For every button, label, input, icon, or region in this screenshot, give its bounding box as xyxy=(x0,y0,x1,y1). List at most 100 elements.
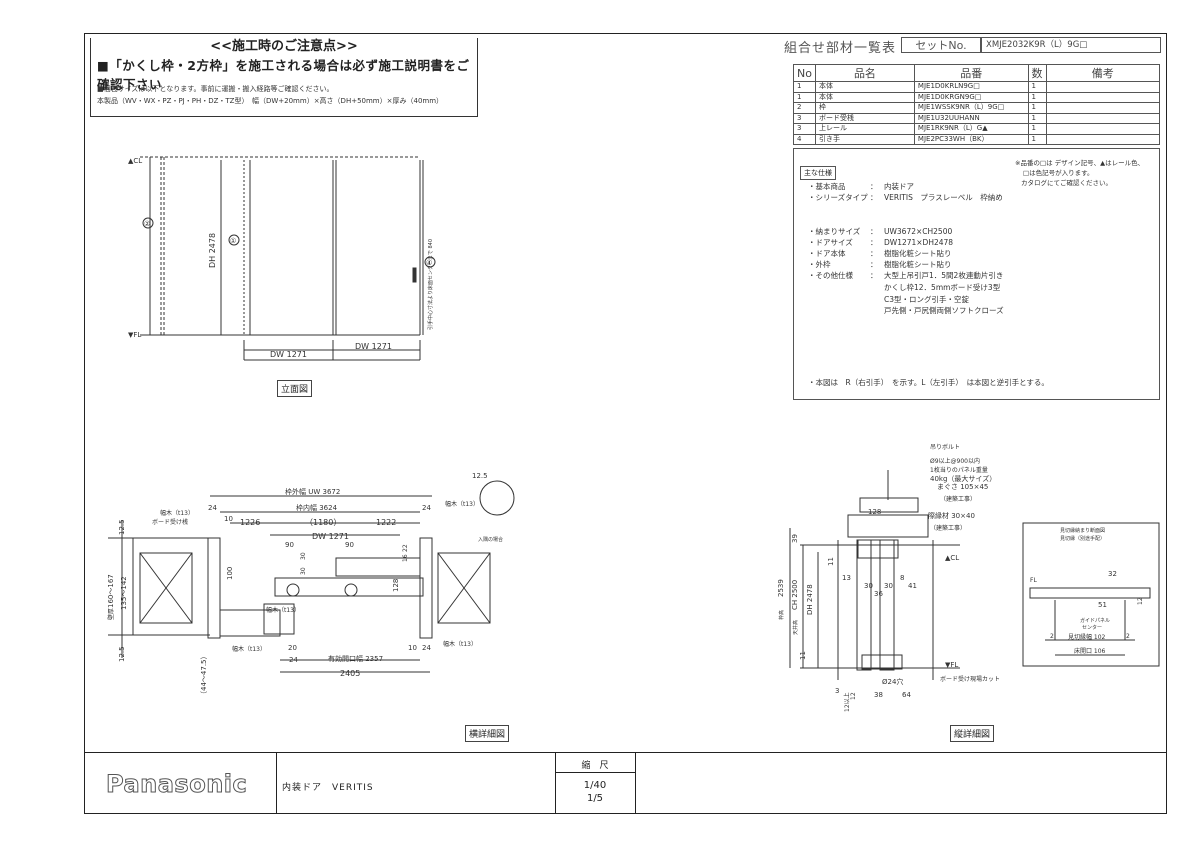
lintel-block xyxy=(859,497,919,513)
plan-wall-range-2: 135～142 xyxy=(120,576,128,610)
plan-haba-4: 幅木（t13） xyxy=(445,500,479,508)
inset-d2b: 2 xyxy=(1126,633,1130,640)
frame-jamb-left xyxy=(207,537,221,639)
spec-row: ・ドアサイズ：DW1271×DH2478 xyxy=(808,238,954,247)
inset-guide-1: ガイドパネル xyxy=(1080,617,1110,624)
spec-label: ・外枠 xyxy=(808,260,831,269)
elevation-handle-note: 引手中心寸法より床面センターまで 840 xyxy=(427,239,434,330)
section-work-2: （建築工事） xyxy=(930,524,966,532)
section-b2: 1枚当りのパネル重量 xyxy=(930,466,988,474)
section-dh: DH 2478 xyxy=(806,584,814,615)
plan-d125: 12.5 xyxy=(118,519,126,535)
plan-d30b: 30 xyxy=(300,552,307,560)
spec-row: ・外枠：樹脂化粧シート貼り xyxy=(808,260,952,269)
scale-1: 1/40 xyxy=(583,780,607,791)
inset-title-2: 見切縁（別途手配） xyxy=(1060,535,1105,542)
scale-label: 縮 尺 xyxy=(581,761,609,771)
scale-2: 1/5 xyxy=(586,793,604,804)
spec-panel xyxy=(793,148,1160,400)
spec-note-1: ※品番の□は デザイン記号、▲はレール色、 xyxy=(1015,159,1145,167)
inset-d51: 51 xyxy=(1098,601,1107,609)
elevation-dw-1: DW 1271 xyxy=(270,350,307,359)
spec-label: ・その他仕様 xyxy=(808,271,853,280)
section-uh-label: 枠高 xyxy=(778,610,785,620)
plan-d30a: 30 xyxy=(300,567,307,575)
plan-d24b: 24 xyxy=(422,504,431,512)
spec-row: ・シリーズタイプ：VERITIS プラスレーベル 枠納め xyxy=(808,193,1003,202)
spec-other-line: C3型・ロング引手・空錠 xyxy=(884,295,970,304)
callout-4-icon xyxy=(424,256,436,268)
spec-label: ・基本商品 xyxy=(808,182,846,191)
elevation-fl: ▼FL xyxy=(128,331,141,339)
col-name: 品名 xyxy=(814,64,915,82)
col-remarks: 備考 xyxy=(1045,64,1161,82)
parts-table-header: No 品名 品番 数 備考 xyxy=(793,64,1161,82)
plan-d128: 128 xyxy=(392,579,400,592)
guide-roller-icon xyxy=(344,583,358,597)
brand-logo: Panasonic xyxy=(105,770,248,799)
plan-d125b: 12.5 xyxy=(118,646,126,662)
scale-divider xyxy=(555,772,635,773)
section-d41: 41 xyxy=(908,582,917,590)
plan-d10a: 10 xyxy=(224,515,233,523)
plan-d10b: 10 xyxy=(408,644,417,652)
section-gap: 12以上 xyxy=(843,692,851,712)
plan-d24d: 24 xyxy=(422,644,431,652)
plan-d20: 20 xyxy=(288,644,297,652)
floor-guide xyxy=(861,654,903,670)
plan-d125c: 12.5 xyxy=(472,472,488,480)
handle-icon xyxy=(412,267,417,283)
set-number-label: セットNo. xyxy=(901,37,981,53)
notes-line-2: 本製品（WV・WX・PZ・PJ・PH・DZ・TZ型） 幅（DW+20mm）×高さ… xyxy=(97,97,444,105)
section-d3: 3 xyxy=(835,687,839,695)
callout-1-icon xyxy=(228,234,240,246)
set-number-value: XMJE2032K9R（L）9G□ xyxy=(981,37,1161,53)
spec-label: ・シリーズタイプ xyxy=(808,193,868,202)
product-name: 内装ドア VERITIS xyxy=(282,783,374,793)
section-caption: 縦詳細図 xyxy=(950,725,995,742)
wall-block-left xyxy=(139,552,193,624)
inset-mk: 見切縁幅 102 xyxy=(1068,633,1106,641)
elevation-view xyxy=(140,156,436,361)
cell xyxy=(1045,123,1161,135)
section-b4: まぐさ 105×45 xyxy=(937,483,988,491)
title-block xyxy=(84,752,1167,814)
plan-d16: 16 xyxy=(402,554,409,562)
title-divider xyxy=(276,752,277,814)
section-d30: 30 xyxy=(864,582,873,590)
section-uh: 2539 xyxy=(777,579,785,597)
elevation-dh: DH 2478 xyxy=(208,233,217,268)
callout-4: ④ xyxy=(426,259,432,267)
spec-value: VERITIS プラスレーベル 枠納め xyxy=(884,193,1003,202)
plan-d22: 22 xyxy=(402,544,409,552)
plan-total: 2405 xyxy=(340,669,360,678)
spec-value: UW3672×CH2500 xyxy=(884,227,953,236)
threshold-floor xyxy=(1029,587,1151,599)
plan-haba-3: 幅木（t13） xyxy=(443,640,477,648)
section-b3: 40kg（最大サイズ） xyxy=(930,474,996,483)
spec-note-2: □は色記号が入ります。 xyxy=(1023,169,1094,177)
plan-haba-2: 幅木（t13） xyxy=(232,645,266,653)
spec-note-3: カタログにてご確認ください。 xyxy=(1021,179,1112,187)
inset-floor: 床開口 106 xyxy=(1074,647,1106,655)
plan-d24a: 24 xyxy=(208,504,217,512)
spec-footer: ・本図は R（右引手） を示す。L（左引手） は本図と逆引手とする。 xyxy=(808,378,1049,387)
elevation-caption: 立面図 xyxy=(277,380,313,397)
inset-title-1: 見切縁納まり断面図 xyxy=(1060,527,1105,534)
door-leaf-2 xyxy=(879,539,895,671)
inset-d2a: 2 xyxy=(1050,633,1054,640)
cell xyxy=(1045,133,1161,145)
wall-cross xyxy=(437,552,491,624)
spec-value: 樹脂化粧シート貼り xyxy=(884,249,952,258)
spec-row: ・その他仕様：大型上吊引戸1．5間2枚連動片引き xyxy=(808,271,1004,280)
door-panel-2 xyxy=(335,557,421,577)
section-sash: 際縁材 30×40 xyxy=(928,511,975,520)
plan-uw: 枠外幅 UW 3672 xyxy=(285,487,340,496)
spec-tag: 主な仕様 xyxy=(800,166,836,180)
section-d8: 8 xyxy=(900,574,904,582)
cell: 引き手 xyxy=(814,133,915,145)
plan-inner: 枠内幅 3624 xyxy=(296,503,338,512)
spec-value: 大型上吊引戸1．5間2枚連動片引き xyxy=(884,271,1004,280)
